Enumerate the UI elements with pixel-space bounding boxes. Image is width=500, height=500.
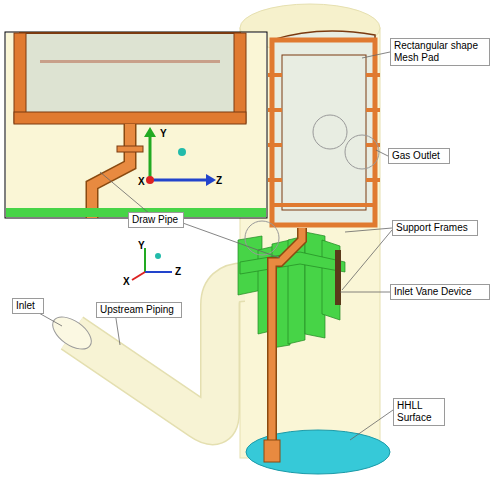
axis-x	[132, 272, 145, 280]
callout-text: Inlet Vane Device	[394, 286, 486, 298]
callout-box: Support Frames	[392, 220, 478, 236]
axis-label: Z	[216, 175, 222, 186]
axis-label: X	[123, 276, 130, 287]
support-frame	[335, 250, 341, 305]
gas-outlet-mark	[313, 115, 347, 149]
axis-ball	[155, 253, 161, 259]
axis-ball	[178, 148, 186, 156]
axis-z	[150, 179, 208, 182]
mesh-pad-frame	[272, 40, 375, 225]
axis-label: X	[138, 176, 145, 187]
frame-bars	[268, 75, 380, 205]
inset-frame	[40, 60, 220, 63]
callout-text: HHLL Surface	[397, 400, 441, 424]
callout-text: Upstream Piping	[100, 304, 178, 316]
axis-label: Y	[160, 128, 167, 139]
axis-head	[206, 174, 216, 186]
mesh-pad-inner	[282, 55, 366, 210]
inset-mesh-pad	[20, 33, 240, 115]
axis-label: Y	[138, 240, 145, 251]
draw-pipe-end	[264, 440, 280, 462]
axis-z	[145, 271, 172, 273]
upstream-pipe-outline	[72, 282, 245, 425]
callout-box: Rectangular shape Mesh Pad	[390, 38, 490, 66]
axis-y	[144, 248, 146, 272]
inset-flange	[117, 146, 143, 152]
axis-head	[144, 127, 156, 137]
callout-box: HHLL Surface	[393, 398, 445, 426]
inlet-opening	[47, 311, 97, 356]
callout-box: Inlet	[12, 298, 44, 314]
callout-box: Upstream Piping	[96, 302, 182, 318]
axis-x	[146, 176, 154, 184]
leader-lines	[30, 52, 393, 440]
upstream-pipe	[72, 282, 245, 425]
callout-text: Draw Pipe	[132, 214, 180, 226]
gas-outlet-mark	[345, 135, 379, 169]
inset-frame	[14, 33, 26, 123]
callout-text: Gas Outlet	[392, 150, 446, 162]
inset-draw-pipe-outline	[92, 124, 130, 218]
callout-text: Support Frames	[396, 222, 474, 234]
detail-inset	[5, 32, 267, 218]
draw-pipe-outline	[272, 228, 302, 440]
detail-mark	[245, 221, 279, 255]
inset-background	[6, 33, 266, 217]
axis-label: Z	[175, 266, 181, 277]
mesh-pad	[272, 31, 375, 225]
callout-box: Gas Outlet	[388, 148, 450, 164]
inset-draw-pipe	[92, 124, 130, 218]
inset-frame	[234, 33, 246, 123]
callout-box: Draw Pipe	[128, 212, 184, 228]
callout-text: Rectangular shape Mesh Pad	[394, 40, 486, 64]
callout-box: Inlet Vane Device	[390, 284, 490, 300]
callout-text: Inlet	[16, 300, 40, 312]
draw-pipe	[272, 228, 302, 440]
axis-y	[149, 135, 152, 180]
inset-frame	[14, 112, 246, 124]
